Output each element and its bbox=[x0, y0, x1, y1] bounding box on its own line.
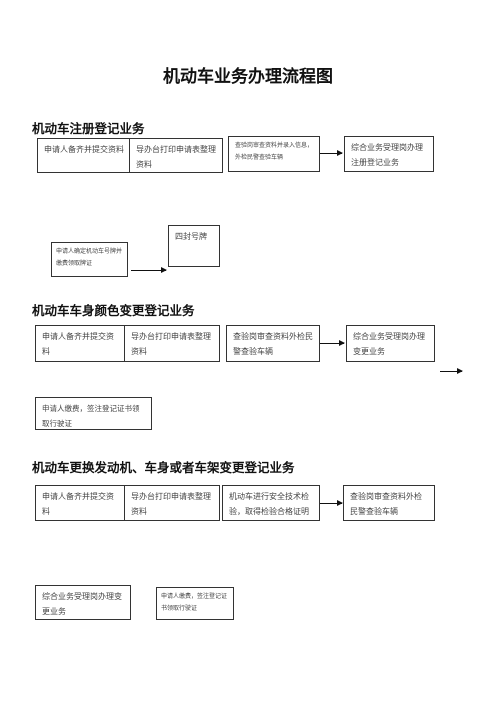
step-inspection-review: 查验岗审查资料并录入信息，外检民警查验车辆 bbox=[228, 136, 320, 172]
step-handle-registration: 综合业务受理岗办理注册登记业务 bbox=[344, 136, 434, 172]
step-pay-and-collect-license: 申请人缴费，签注登记证书领取行驶证 bbox=[35, 397, 152, 430]
flow-arrow bbox=[320, 340, 345, 346]
flow-arrow bbox=[320, 150, 343, 156]
section-title-engine-body-change: 机动车更换发动机、车身或者车架变更登记业务 bbox=[32, 460, 295, 475]
flow-arrow bbox=[440, 368, 463, 374]
step-submit-materials: 申请人备齐并提交资料 bbox=[37, 138, 131, 173]
step-handle-change: 综合业务受理岗办理变更业务 bbox=[346, 325, 435, 362]
step-submit-materials: 申请人备齐并提交资料 bbox=[35, 485, 127, 521]
step-inspection-review: 查验岗审查资料外检民警查验车辆 bbox=[343, 485, 435, 521]
flow-arrow bbox=[131, 267, 167, 273]
page-title: 机动车业务办理流程图 bbox=[163, 67, 333, 87]
step-seal-plates: 四封号牌 bbox=[168, 225, 220, 267]
section-title-color-change: 机动车车身颜色变更登记业务 bbox=[32, 303, 195, 318]
step-print-application: 导办台打印申请表整理资料 bbox=[124, 485, 220, 521]
step-pay-and-collect-license: 申请人缴费，签注登记证书领取行驶证 bbox=[156, 587, 234, 620]
step-submit-materials: 申请人备齐并提交资料 bbox=[35, 325, 127, 362]
step-inspection-review: 查验岗审查资料外检民警查验车辆 bbox=[226, 325, 320, 362]
section-title-registration: 机动车注册登记业务 bbox=[32, 121, 145, 136]
step-select-plate-and-pay: 申请人确定机动车号牌并缴费领取牌证 bbox=[51, 242, 128, 277]
step-print-application: 导办台打印申请表整理资料 bbox=[129, 138, 223, 173]
step-print-application: 导办台打印申请表整理资料 bbox=[124, 325, 220, 362]
step-handle-change: 综合业务受理岗办理变更业务 bbox=[35, 585, 131, 620]
flow-arrow bbox=[320, 500, 343, 506]
step-safety-inspection: 机动车进行安全技术检验，取得检验合格证明 bbox=[222, 485, 320, 521]
